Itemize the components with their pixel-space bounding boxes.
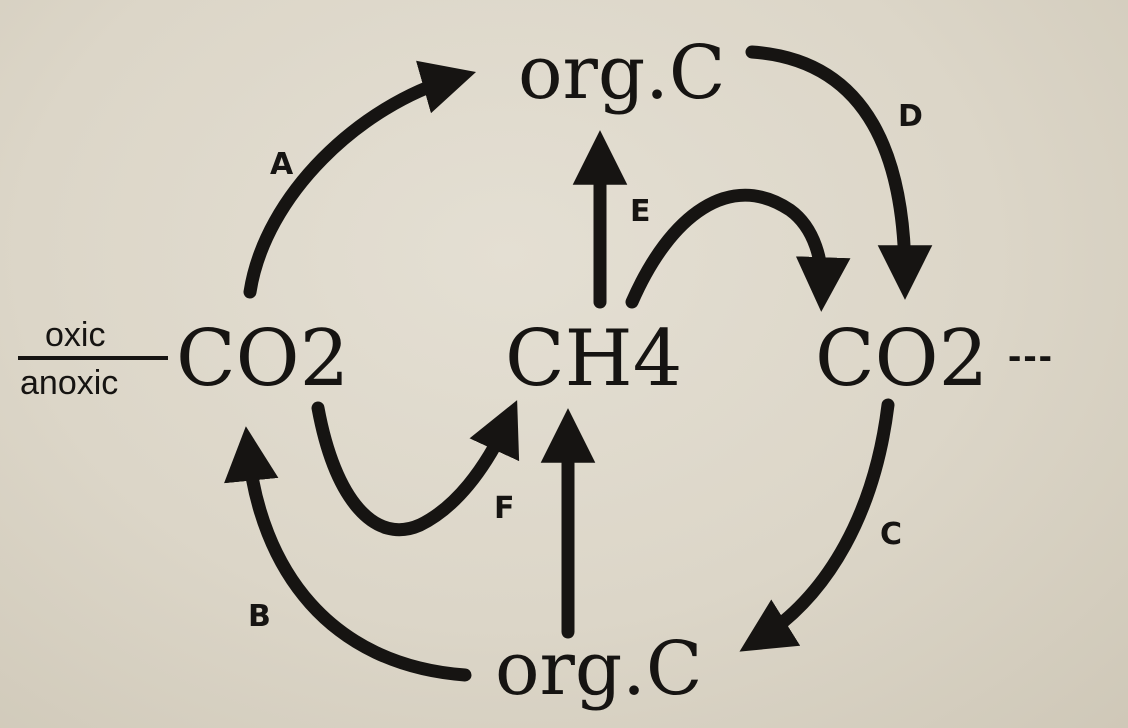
node-co2-left: CO2 xyxy=(176,314,350,404)
node-org-c-top: org.C xyxy=(518,30,726,116)
arrow-a xyxy=(243,60,477,299)
arrow-label-f: F xyxy=(494,491,515,526)
label-oxic: oxic xyxy=(45,316,106,354)
arrow-b xyxy=(224,426,472,682)
node-co2-right: CO2 xyxy=(815,314,989,404)
arrow-ch4-to-co2 xyxy=(625,188,851,312)
arrow-label-d: D xyxy=(898,99,923,134)
arrow-label-c: C xyxy=(880,517,903,552)
arrow-d xyxy=(745,45,933,300)
arrow-label-e: E xyxy=(630,194,651,229)
node-org-c-bottom: org.C xyxy=(495,626,703,712)
oxic-anoxic-divider xyxy=(18,356,168,360)
arrow-c xyxy=(739,398,895,652)
arrow-label-a: A xyxy=(270,147,294,182)
node-ch4: CH4 xyxy=(505,314,683,404)
arrow-label-b: B xyxy=(248,599,271,634)
label-anoxic: anoxic xyxy=(20,364,119,402)
arrow-f xyxy=(311,400,520,537)
boundary-dashes: --- xyxy=(1008,334,1054,378)
